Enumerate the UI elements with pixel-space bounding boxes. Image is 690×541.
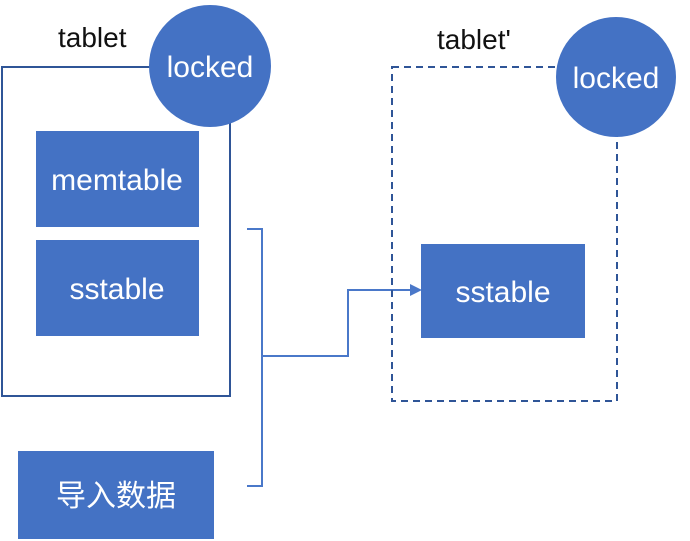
left-sstable-box: [36, 240, 199, 336]
import-data-label: 导入数据: [56, 480, 176, 513]
right-locked-circle: [556, 17, 676, 137]
right-locked-label: locked: [573, 62, 660, 95]
left-locked-circle: [149, 5, 271, 127]
memtable-box: [36, 131, 199, 227]
left-tablet-frame: [1, 66, 231, 397]
connector-line: [262, 289, 412, 357]
grouping-bracket: [247, 228, 263, 487]
right-tablet-frame: [391, 66, 618, 402]
right-sstable-box: [421, 244, 585, 338]
left-locked-label: locked: [167, 51, 254, 84]
right-sstable-label: sstable: [455, 276, 550, 309]
import-data-box: [18, 451, 214, 539]
left-sstable-label: sstable: [69, 273, 164, 306]
right-tablet-title: tablet': [437, 24, 511, 55]
connector-arrowhead: [410, 284, 422, 296]
left-tablet-title: tablet: [58, 22, 127, 53]
memtable-label: memtable: [51, 164, 183, 197]
